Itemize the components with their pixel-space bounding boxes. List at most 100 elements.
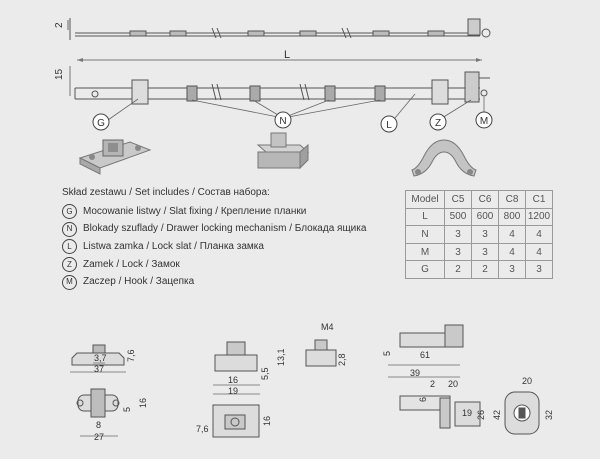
drawing-drawer-lock: [212, 339, 337, 438]
table-cell: 600: [471, 207, 499, 227]
callout-g-label: G: [97, 118, 105, 129]
callout-z: Z: [429, 113, 447, 131]
table-cell: M: [405, 242, 445, 262]
table-cell: 3: [444, 225, 472, 244]
side-height-label: 15: [54, 68, 65, 80]
lock-slat-side-view: [69, 66, 490, 105]
table-cell: 4: [525, 242, 553, 262]
dim-z-39: 39: [410, 368, 420, 378]
table-header-cell: Model: [405, 190, 445, 209]
part-image-lock-hook: [411, 139, 477, 177]
part-image-drawer-lock: [256, 132, 310, 170]
legend-item-g: G Mocowanie listwy / Slat fixing / Крепл…: [62, 203, 366, 221]
table-cell: 3: [498, 260, 526, 279]
set-includes-legend: Skład zestawu / Set includes / Состав на…: [62, 183, 366, 291]
table-row: N 3 3 4 4: [405, 225, 553, 244]
table-cell: 2: [471, 260, 499, 279]
dim-z-2: 2: [430, 379, 435, 389]
legend-item-z: Z Zamek / Lock / Замок: [62, 256, 366, 274]
table-cell: 3: [525, 260, 553, 279]
model-table-header: Model C5 C6 C8 C1: [405, 190, 553, 209]
dim-n-w-outer: 19: [228, 386, 238, 396]
dim-z-26: 26: [476, 410, 486, 420]
dim-z-42: 42: [492, 410, 502, 420]
legend-badge-m: M: [62, 274, 77, 290]
dim-n-h1: 13,1: [276, 348, 286, 366]
table-cell: 3: [444, 242, 472, 262]
dim-z-19: 19: [462, 408, 472, 418]
table-cell: G: [405, 260, 445, 279]
callout-l-label: L: [386, 120, 392, 131]
legend-badge-g: G: [62, 204, 77, 220]
drawing-drawer-lock-dims: M4 13,1 5,5 2,8 16 19 7,6 16: [196, 322, 347, 434]
dim-g-slot: 8: [96, 420, 101, 430]
table-cell: 1200: [525, 207, 553, 227]
callout-m-label: M: [480, 116, 488, 127]
legend-text-g: Mocowanie listwy / Slat fixing / Креплен…: [83, 205, 307, 217]
legend-heading: Skład zestawu / Set includes / Состав на…: [62, 187, 270, 198]
dim-g-hole: 5: [122, 407, 132, 412]
drawing-slat-fixing: [70, 344, 126, 437]
table-header-cell: C8: [498, 190, 526, 209]
legend-item-l: L Listwa zamka / Lock slat / Планка замк…: [62, 238, 366, 256]
table-cell: 500: [444, 207, 472, 227]
table-cell: 4: [498, 225, 526, 244]
leader-lines: [107, 93, 485, 121]
callout-m: M: [475, 111, 493, 129]
model-table: Model C5 C6 C8 C1 L 500 600 800 1200 N 3…: [405, 190, 553, 279]
dim-n-w-inner: 16: [228, 375, 238, 385]
table-row: M 3 3 4 4: [405, 242, 553, 262]
callout-l: L: [380, 115, 398, 133]
table-cell: 2: [444, 260, 472, 279]
dim-z-20: 20: [448, 379, 458, 389]
dimension-side-height: 15: [54, 68, 65, 80]
callout-n-label: N: [279, 116, 286, 127]
drawing-lock: [388, 324, 540, 435]
dim-g-h: 7,6: [126, 349, 136, 362]
table-cell: 4: [525, 225, 553, 244]
table-header-cell: C5: [444, 190, 472, 209]
dim-g-w-outer: 37: [94, 364, 104, 374]
table-cell: L: [405, 207, 445, 227]
dim-n-h3: 2,8: [337, 353, 347, 366]
dim-g-w-base: 27: [94, 432, 104, 442]
dim-g-h-side: 16: [138, 398, 148, 408]
dim-z-61: 61: [420, 350, 430, 360]
dim-n-thread: M4: [321, 322, 334, 332]
table-cell: 800: [498, 207, 526, 227]
legend-item-n: N Blokady szuflady / Drawer locking mech…: [62, 221, 366, 239]
callout-z-label: Z: [435, 118, 441, 129]
dim-z-6: 6: [418, 397, 428, 402]
dimension-length: L: [77, 49, 482, 62]
table-row: L 500 600 800 1200: [405, 207, 553, 227]
dim-z-32: 32: [544, 410, 554, 420]
lock-slat-top-view: [69, 18, 491, 40]
legend-item-m: M Zaczep / Hook / Зацепка: [62, 273, 366, 291]
table-cell: 3: [471, 242, 499, 262]
dim-n-h2: 5,5: [260, 367, 270, 380]
legend-text-m: Zaczep / Hook / Зацепка: [83, 276, 195, 288]
dim-n-hole: 7,6: [196, 424, 209, 434]
table-cell: 4: [498, 242, 526, 262]
top-thickness-label: 2: [54, 22, 65, 28]
table-cell: N: [405, 225, 445, 244]
legend-text-n: Blokady szuflady / Drawer locking mechan…: [83, 223, 367, 235]
part-image-slat-fixing: [78, 139, 152, 175]
drawing-lock-dims: 5 61 39 2 20 6 19 26 42 20 32: [382, 350, 554, 420]
legend-text-l: Listwa zamka / Lock slat / Планка замка: [83, 240, 264, 252]
callout-n: N: [274, 111, 292, 129]
table-cell: 3: [471, 225, 499, 244]
dimension-top-thickness: 2: [54, 20, 69, 30]
legend-badge-n: N: [62, 221, 77, 237]
drawing-slat-fixing-dims: 3,7 37 7,6 8 27 5 16: [94, 349, 148, 442]
length-label: L: [284, 49, 290, 61]
dim-g-w-inner: 3,7: [94, 353, 107, 363]
table-row: G 2 2 3 3: [405, 260, 553, 279]
table-header-cell: C6: [471, 190, 499, 209]
legend-badge-l: L: [62, 239, 77, 255]
dim-z-h: 5: [382, 351, 392, 356]
legend-badge-z: Z: [62, 257, 77, 273]
legend-text-z: Zamek / Lock / Замок: [83, 258, 180, 270]
table-header-cell: C1: [525, 190, 553, 209]
